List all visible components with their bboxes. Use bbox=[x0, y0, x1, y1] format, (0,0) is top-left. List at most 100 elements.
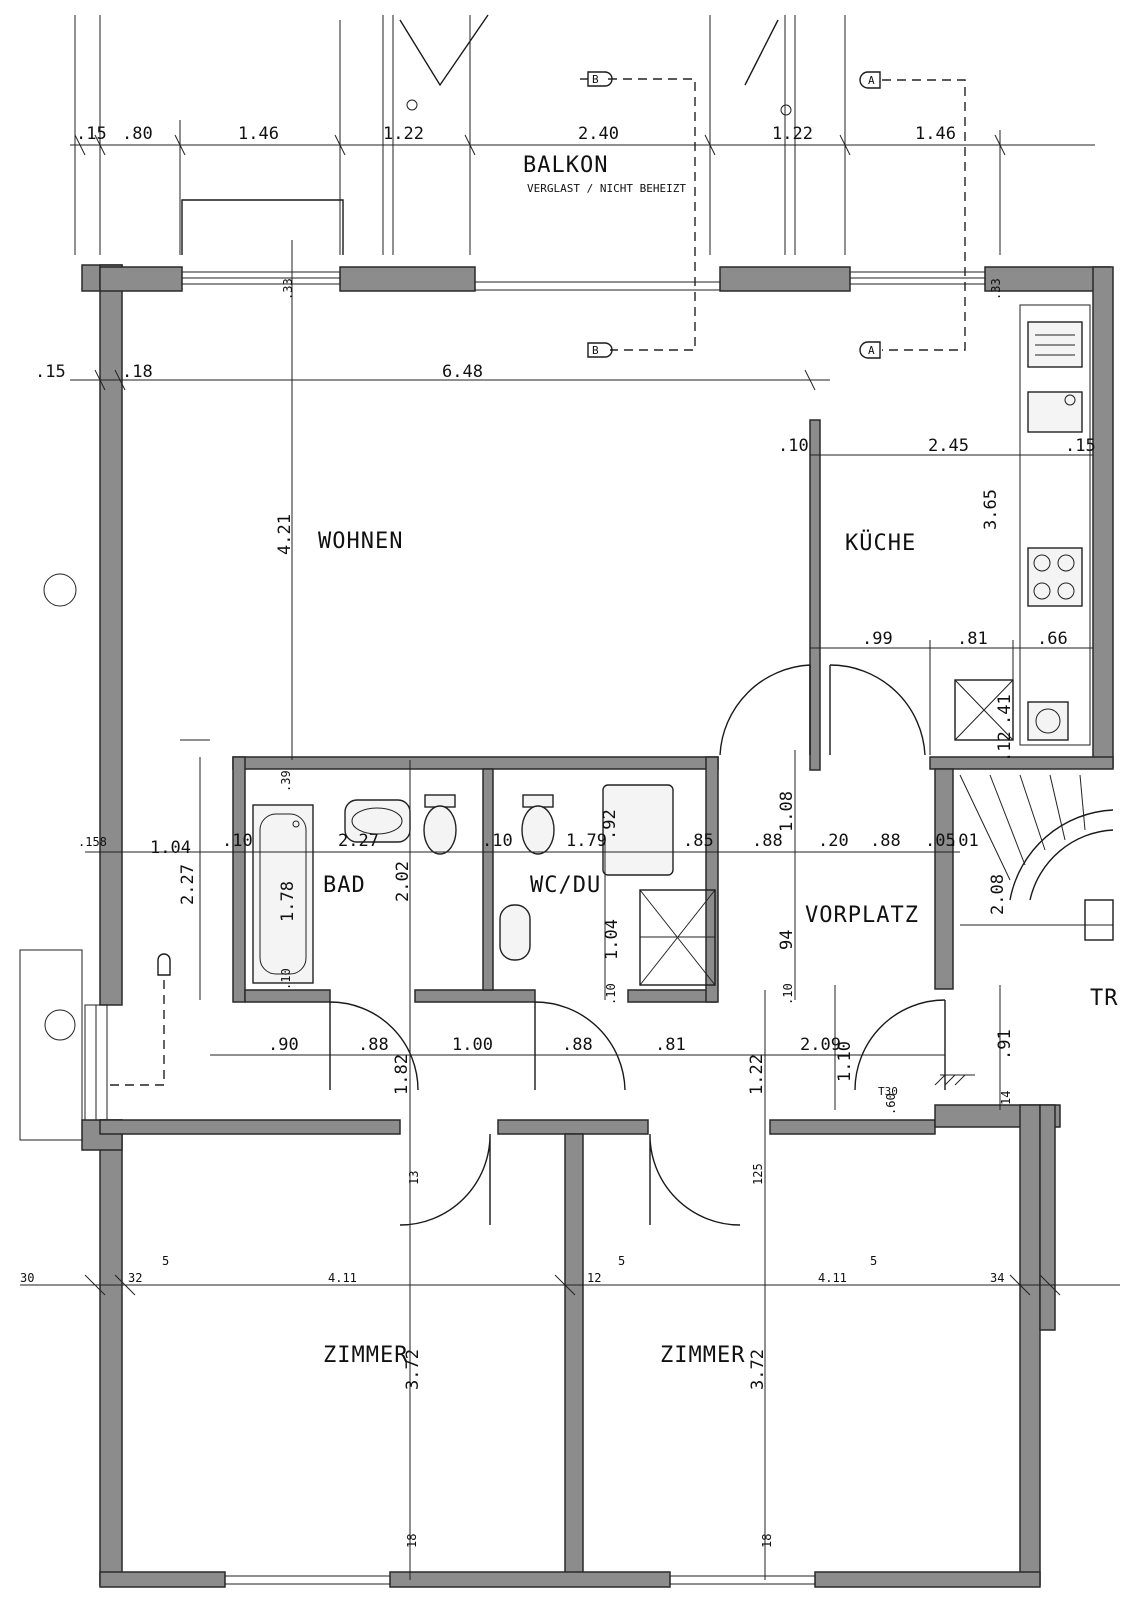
dim-mid-10: .88 bbox=[870, 831, 901, 851]
dim-kueche-10: .10 bbox=[778, 436, 809, 456]
dim-wohnen-height: 4.21 bbox=[275, 514, 295, 555]
dim-z-12: 12 bbox=[587, 1271, 601, 1285]
label-kueche: KÜCHE bbox=[845, 530, 916, 556]
label-wc-du: WC/DU bbox=[530, 873, 601, 898]
dim-z-13: 13 bbox=[407, 1171, 421, 1185]
dim-wohnen-width: 6.48 bbox=[442, 362, 483, 382]
section-mark-b-top: B bbox=[592, 73, 599, 86]
dim-mid-3: 2.27 bbox=[338, 831, 379, 851]
dim-z-width-left: 4.11 bbox=[328, 1271, 357, 1285]
dim-kueche-12: .12 bbox=[995, 731, 1015, 762]
dim-left-18: .18 bbox=[122, 362, 153, 382]
dim-z-height-left: 3.72 bbox=[403, 1349, 423, 1390]
dim-door-122: 1.22 bbox=[747, 1054, 767, 1095]
dim-left-227: 2.27 bbox=[178, 864, 198, 905]
dim-vp-10b: .10 bbox=[781, 983, 795, 1005]
dim-door-14: 14 bbox=[999, 1091, 1013, 1105]
dim-bad-39: .39 bbox=[279, 770, 293, 792]
dim-z-18b: 18 bbox=[760, 1534, 774, 1548]
dim-z-5c: 5 bbox=[870, 1254, 877, 1268]
dim-top-2: 1.46 bbox=[238, 124, 279, 144]
dim-kueche-81: .81 bbox=[957, 629, 988, 649]
dim-z-30: 30 bbox=[20, 1271, 34, 1285]
dim-door-2: 1.00 bbox=[452, 1035, 493, 1055]
dim-mid-12: .01 bbox=[948, 831, 979, 851]
label-wohnen: WOHNEN bbox=[318, 529, 403, 554]
dim-z-height-right: 3.72 bbox=[748, 1349, 768, 1390]
dim-mid-1: 1.04 bbox=[150, 838, 191, 858]
dim-kueche-height: 3.65 bbox=[981, 489, 1001, 530]
dim-door-110: 1.10 bbox=[835, 1041, 855, 1082]
dim-bad-tub: 1.78 bbox=[278, 881, 298, 922]
dim-z-5a: 5 bbox=[162, 1254, 169, 1268]
dim-door-182: 1.82 bbox=[392, 1054, 412, 1095]
label-balkon-note: VERGLAST / NICHT BEHEIZT bbox=[527, 182, 686, 195]
dim-vp-10a: .10 bbox=[604, 983, 618, 1005]
walls bbox=[81, 264, 1114, 1588]
dim-z-width-right: 4.11 bbox=[818, 1271, 847, 1285]
dim-door-5: 2.09 bbox=[800, 1035, 841, 1055]
dimension-lines bbox=[20, 240, 1120, 1580]
door-tag: T30 bbox=[878, 1085, 898, 1098]
section-mark-b-bottom: B bbox=[592, 344, 599, 357]
dim-door-3: .88 bbox=[562, 1035, 593, 1055]
dim-kueche-66: .66 bbox=[1037, 629, 1068, 649]
balcony-area bbox=[70, 14, 1095, 255]
section-mark-a-bottom: A bbox=[868, 344, 875, 357]
dim-top-5: 1.22 bbox=[772, 124, 813, 144]
dim-kueche-width: 2.45 bbox=[928, 436, 969, 456]
label-vorplatz: VORPLATZ bbox=[805, 903, 919, 928]
dim-door-0: .90 bbox=[268, 1035, 299, 1055]
dim-mid-6: .92 bbox=[600, 809, 620, 840]
dim-z-34: 34 bbox=[990, 1271, 1004, 1285]
section-mark-a-top: A bbox=[868, 74, 875, 87]
dim-stair-208: 2.08 bbox=[988, 874, 1008, 915]
dim-mid-9: .20 bbox=[818, 831, 849, 851]
dim-wall-33-right: .33 bbox=[989, 278, 1003, 300]
staircase bbox=[959, 774, 1114, 941]
section-marks bbox=[110, 71, 966, 1086]
dim-left-15: .15 bbox=[35, 362, 66, 382]
dim-kueche-15: .15 bbox=[1065, 436, 1096, 456]
dim-top-4: 2.40 bbox=[578, 124, 619, 144]
dim-z-5b: 5 bbox=[618, 1254, 625, 1268]
dim-door-1: .88 bbox=[358, 1035, 389, 1055]
dim-door-60: .60 bbox=[884, 1093, 898, 1115]
dim-top-1: .80 bbox=[122, 124, 153, 144]
kitchen-fixtures bbox=[954, 304, 1091, 746]
dim-wc-104: 1.04 bbox=[602, 919, 622, 960]
dim-mid-2: .10 bbox=[222, 831, 253, 851]
doors bbox=[329, 664, 975, 1226]
dim-wall-33-left: .33 bbox=[281, 278, 295, 300]
dim-door-4: .81 bbox=[655, 1035, 686, 1055]
dim-mid-11: .05 bbox=[925, 831, 956, 851]
label-balkon: BALKON bbox=[523, 153, 608, 178]
dim-top-0: .15 bbox=[76, 124, 107, 144]
dim-kueche-99: .99 bbox=[862, 629, 893, 649]
dim-mid-4: .10 bbox=[482, 831, 513, 851]
label-treppe-partial: TR bbox=[1090, 986, 1119, 1011]
dim-door-91: .91 bbox=[995, 1029, 1015, 1060]
dim-mid-5: 1.79 bbox=[566, 831, 607, 851]
room-labels: BALKON VERGLAST / NICHT BEHEIZT WOHNEN K… bbox=[318, 153, 1119, 1368]
dim-kueche-41: .41 bbox=[995, 694, 1015, 725]
dim-mid-0: .158 bbox=[78, 835, 107, 849]
dim-z-32: 32 bbox=[128, 1271, 142, 1285]
label-zimmer-left: ZIMMER bbox=[323, 1343, 408, 1368]
dimension-labels: .15 .80 1.46 1.22 2.40 1.22 1.46 .33 .33… bbox=[20, 124, 1096, 1548]
dim-z-18a: 18 bbox=[405, 1534, 419, 1548]
dim-vp-94: 94 bbox=[777, 930, 797, 950]
dim-mid-7: .85 bbox=[683, 831, 714, 851]
dim-mid-8: .88 bbox=[752, 831, 783, 851]
dim-top-3: 1.22 bbox=[383, 124, 424, 144]
windows bbox=[19, 271, 986, 1585]
section-mark-letters: B B A A bbox=[592, 73, 875, 357]
dim-z-125: 125 bbox=[751, 1163, 765, 1185]
dim-bad-height: 2.02 bbox=[393, 861, 413, 902]
dim-top-6: 1.46 bbox=[915, 124, 956, 144]
dim-vp-10c: .10 bbox=[279, 968, 293, 990]
label-bad: BAD bbox=[323, 873, 366, 898]
dim-vp-108: 1.08 bbox=[777, 791, 797, 832]
label-zimmer-right: ZIMMER bbox=[660, 1343, 745, 1368]
